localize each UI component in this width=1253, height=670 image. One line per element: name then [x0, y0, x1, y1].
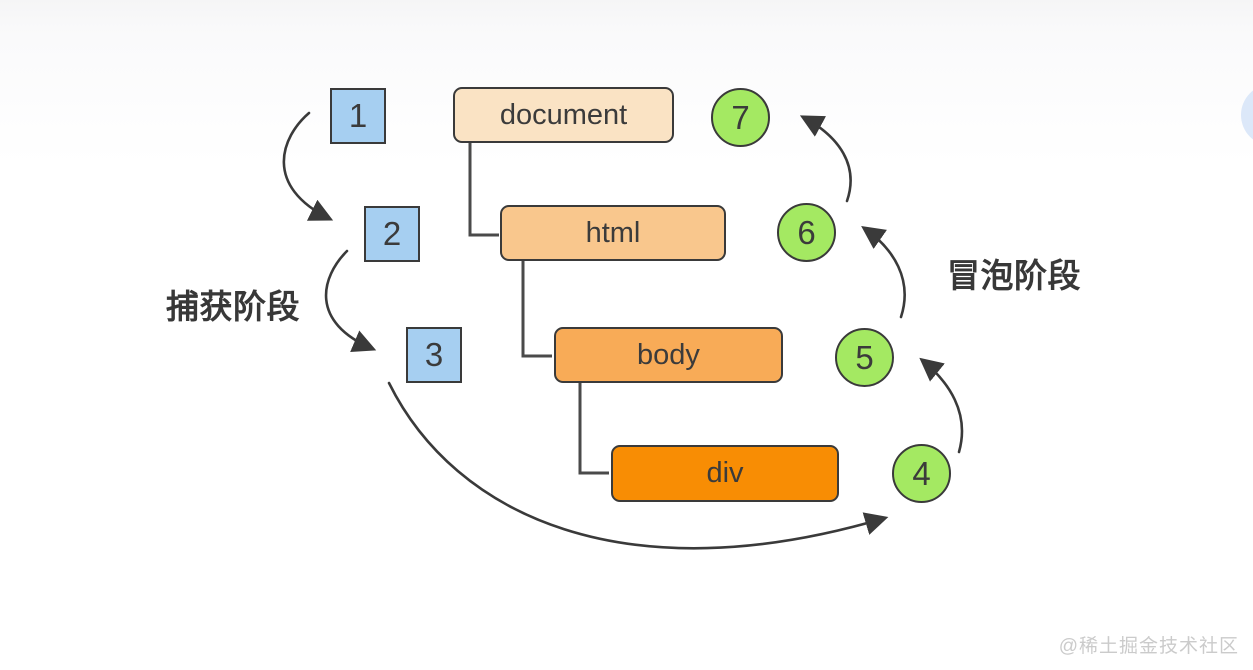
dom-node-html: html: [500, 205, 726, 261]
capture-arrow-1-2: [282, 111, 334, 221]
bubble-arrow-5-6: [861, 225, 906, 319]
capture-step-3: 3: [406, 327, 462, 383]
bubble-arrow-6-7: [799, 115, 852, 203]
capture-step-2: 2: [364, 206, 420, 262]
dom-node-div: div: [611, 445, 839, 502]
watermark: @稀土掘金技术社区: [1058, 636, 1239, 657]
dom-node-document: document: [453, 87, 674, 143]
dom-node-body: body: [554, 327, 783, 383]
connector-html-body: [521, 261, 552, 358]
capture-step-1: 1: [330, 88, 386, 144]
bubble-step-5: 5: [835, 328, 894, 387]
capture-phase-label: 捕获阶段: [166, 288, 300, 325]
capture-arrow-3-4: [387, 381, 889, 550]
connector-document-html: [468, 143, 499, 237]
bubble-step-4: 4: [892, 444, 951, 503]
bubble-phase-label: 冒泡阶段: [947, 257, 1081, 294]
capture-arrow-2-3: [324, 249, 377, 353]
bubble-step-6: 6: [777, 203, 836, 262]
bubble-step-7: 7: [711, 88, 770, 147]
bubble-arrow-4-5: [919, 357, 964, 454]
connector-body-div: [578, 383, 609, 475]
